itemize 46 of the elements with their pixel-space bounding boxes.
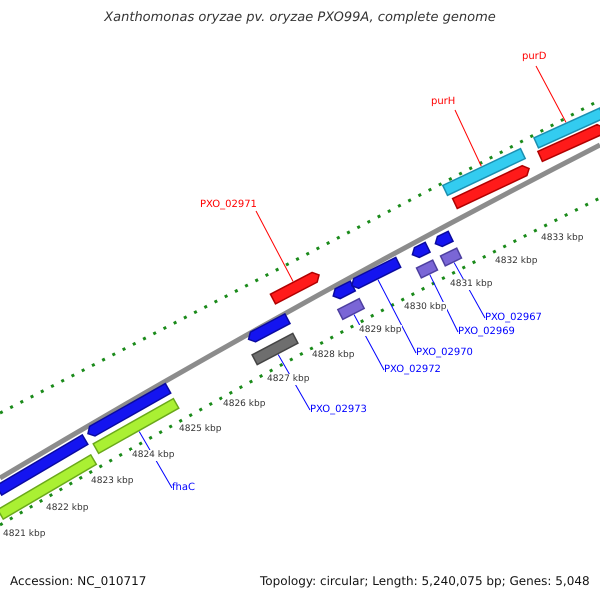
gene-label: PXO_02967 — [485, 312, 542, 324]
leader-line — [378, 279, 416, 354]
scale-label: 4822 kbp — [45, 503, 90, 514]
gene-bar — [251, 332, 299, 366]
gene-bar — [440, 247, 462, 267]
scale-label: 4826 kbp — [222, 399, 266, 410]
leader-line — [256, 210, 294, 282]
gene-label: PXO_02973 — [310, 404, 367, 416]
scale-label: 4824 kbp — [131, 450, 176, 461]
gene-bar — [416, 259, 438, 279]
scale-label: 4827 kbp — [266, 374, 310, 385]
leader-line — [454, 110, 482, 167]
leader-line — [536, 66, 566, 123]
scale-label: 4831 kbp — [449, 279, 494, 290]
pointed-gene-bar — [536, 124, 600, 162]
gene-label: PXO_02970 — [416, 347, 473, 359]
leader-line — [429, 274, 458, 332]
pointed-gene-bar — [87, 382, 172, 437]
gene-label: PXO_02972 — [384, 364, 441, 376]
gene-bar — [0, 434, 89, 496]
scale-label: 4828 kbp — [311, 350, 356, 361]
gene-bar — [442, 148, 526, 196]
gene-label: purH — [431, 96, 456, 108]
footer-text: Accession: NC_010717 — [10, 574, 146, 588]
pointed-gene-bar — [350, 256, 402, 290]
title: Xanthomonas oryzae pv. oryzae PXO99A, complete genome — [102, 10, 497, 26]
pointed-gene-bar — [248, 312, 292, 343]
gene-bar — [532, 107, 600, 149]
pointed-gene-bar — [332, 280, 356, 300]
scale-label: 4821 kbp — [2, 529, 46, 540]
scale-label: 4830 kbp — [403, 302, 448, 313]
pointed-gene-bar — [434, 230, 454, 248]
pointed-gene-bar — [452, 164, 530, 210]
footer-text: Topology: circular; Length: 5,240,075 bp; Genes: 5,048 — [260, 574, 590, 588]
gene-label: purD — [522, 51, 546, 63]
pointed-gene-bar — [411, 241, 432, 258]
scale-label: 4833 kbp — [540, 233, 584, 244]
gene-label: PXO_02971 — [200, 199, 257, 211]
gene-label: fhaC — [172, 482, 195, 494]
gene-label: PXO_02969 — [458, 326, 515, 338]
scale-label: 4823 kbp — [90, 476, 134, 487]
pointed-gene-bar — [269, 272, 320, 305]
gene-bar — [336, 298, 366, 320]
scale-label: 4825 kbp — [178, 424, 222, 435]
scale-label: 4829 kbp — [358, 325, 402, 336]
scale-label: 4832 kbp — [494, 256, 538, 267]
